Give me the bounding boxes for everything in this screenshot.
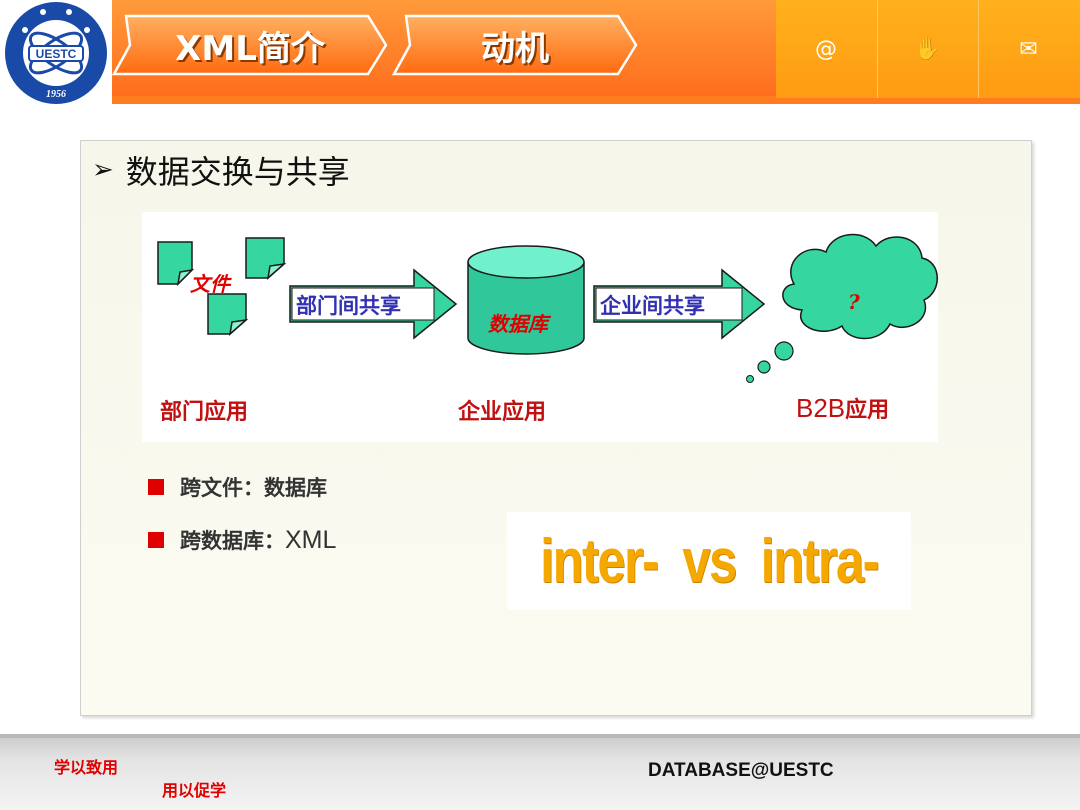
square-bullet-icon xyxy=(148,532,164,548)
document-icon xyxy=(157,241,195,287)
data-exchange-diagram: 文件 部门间共享 数据库 企业间共享 ? 部门应用 企业应用 B2B应用 xyxy=(142,212,938,442)
caption-b2b-latin: B2B xyxy=(796,393,846,423)
uestc-logo: UESTC 1956 xyxy=(5,2,107,104)
document-icon xyxy=(207,293,249,336)
caption-enterprise-app: 企业应用 xyxy=(458,399,547,425)
inter-vs-intra-text: inter- vs intra- xyxy=(540,526,879,596)
tab-xml-intro[interactable]: XML简介 xyxy=(112,14,388,76)
footer-motto-1: 学以致用 xyxy=(54,758,119,777)
database-icon xyxy=(467,245,585,355)
tab-label: XML简介 xyxy=(175,28,325,69)
cloud-question-mark: ? xyxy=(848,290,860,314)
square-bullet-icon xyxy=(148,479,164,495)
bullet-text: 跨文件：数据库 xyxy=(180,475,327,500)
document-icon xyxy=(245,237,287,280)
bullet-item: 跨文件：数据库 xyxy=(148,470,327,504)
caption-b2b-app: B2B应用 xyxy=(796,392,889,424)
cloud-icon xyxy=(746,233,938,383)
tab-motivation[interactable]: 动机 xyxy=(392,14,638,76)
icon-panel: @ ✋ ✉ xyxy=(776,0,1080,98)
enterprise-share-label: 企业间共享 xyxy=(600,293,705,318)
dept-share-label: 部门间共享 xyxy=(296,293,401,318)
bullet-latin: XML xyxy=(285,525,337,554)
header-bar-bottom xyxy=(110,96,1080,104)
bullet-item: 跨数据库： XML xyxy=(148,523,336,557)
footer-motto-2: 用以促学 xyxy=(162,781,227,800)
inter-vs-intra-banner: inter- vs intra- xyxy=(507,512,911,610)
bullet-text: 跨数据库： xyxy=(180,528,285,553)
mail-icon[interactable]: ✉ xyxy=(978,0,1078,98)
tab-label: 动机 xyxy=(481,28,549,69)
logo-year: 1956 xyxy=(46,89,66,100)
file-label: 文件 xyxy=(190,272,230,296)
slide-title-text: 数据交换与共享 xyxy=(125,153,350,191)
footer-brand: DATABASE@UESTC xyxy=(648,760,834,781)
person-icon[interactable]: ✋ xyxy=(877,0,977,98)
caption-b2b-suffix: 应用 xyxy=(845,397,890,423)
header: UESTC 1956 XML简介 动机 @ xyxy=(0,0,1080,108)
slide-title: ➢ 数据交换与共享 xyxy=(92,148,350,192)
arrow-bullet-icon: ➢ xyxy=(92,155,114,185)
at-icon[interactable]: @ xyxy=(815,36,837,62)
logo-text: UESTC xyxy=(36,47,77,61)
footer-divider xyxy=(0,734,1080,738)
caption-dept-app: 部门应用 xyxy=(160,399,249,425)
logo-container: UESTC 1956 xyxy=(0,0,112,108)
footer xyxy=(0,734,1080,810)
database-label: 数据库 xyxy=(488,312,548,336)
